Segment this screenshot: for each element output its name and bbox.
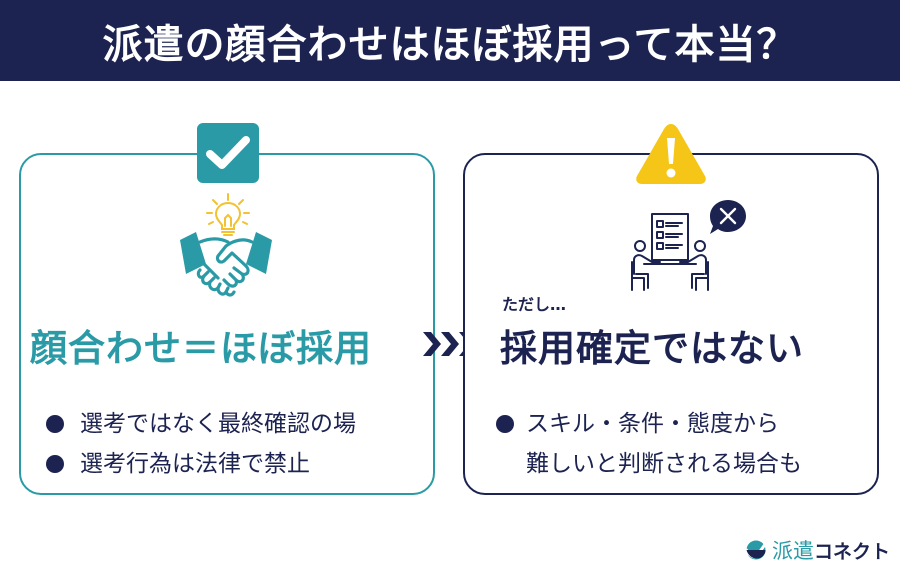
left-card xyxy=(19,153,435,495)
handshake-icon xyxy=(180,232,272,297)
logo-text-kana: コネクト xyxy=(814,540,891,563)
right-preface: ただし… xyxy=(502,295,567,314)
list-item: 選考行為は法律で禁止 xyxy=(46,444,356,484)
list-item: スキル・条件・態度から 難しいと判断される場合も xyxy=(496,404,802,484)
brand-logo: 派遣 コネクト xyxy=(744,537,890,563)
interview-meeting-icon xyxy=(631,213,709,291)
checkmark-icon xyxy=(197,123,259,183)
list-item: 選考ではなく最終確認の場 xyxy=(46,404,356,444)
x-speech-bubble-icon xyxy=(710,200,746,234)
lightbulb-icon xyxy=(206,193,250,236)
left-headline: 顔合わせ＝ほぼ採用 xyxy=(30,327,372,370)
bullet-dot-icon xyxy=(46,415,64,433)
bullet-dot-icon xyxy=(46,455,64,473)
right-headline: 採用確定ではない xyxy=(500,327,804,370)
warning-icon xyxy=(636,124,706,184)
page-title: 派遣の顔合わせはほぼ採用って本当？ xyxy=(102,21,798,68)
header-banner: 派遣の顔合わせはほぼ採用って本当？ xyxy=(0,0,900,81)
right-bullet-list: スキル・条件・態度から 難しいと判断される場合も xyxy=(496,404,802,484)
right-card xyxy=(463,153,879,495)
bullet-dot-icon xyxy=(496,415,514,433)
logo-mark-icon xyxy=(745,540,768,560)
logo-text-kanji: 派遣 xyxy=(772,539,814,563)
left-bullet-list: 選考ではなく最終確認の場 選考行為は法律で禁止 xyxy=(46,404,356,484)
